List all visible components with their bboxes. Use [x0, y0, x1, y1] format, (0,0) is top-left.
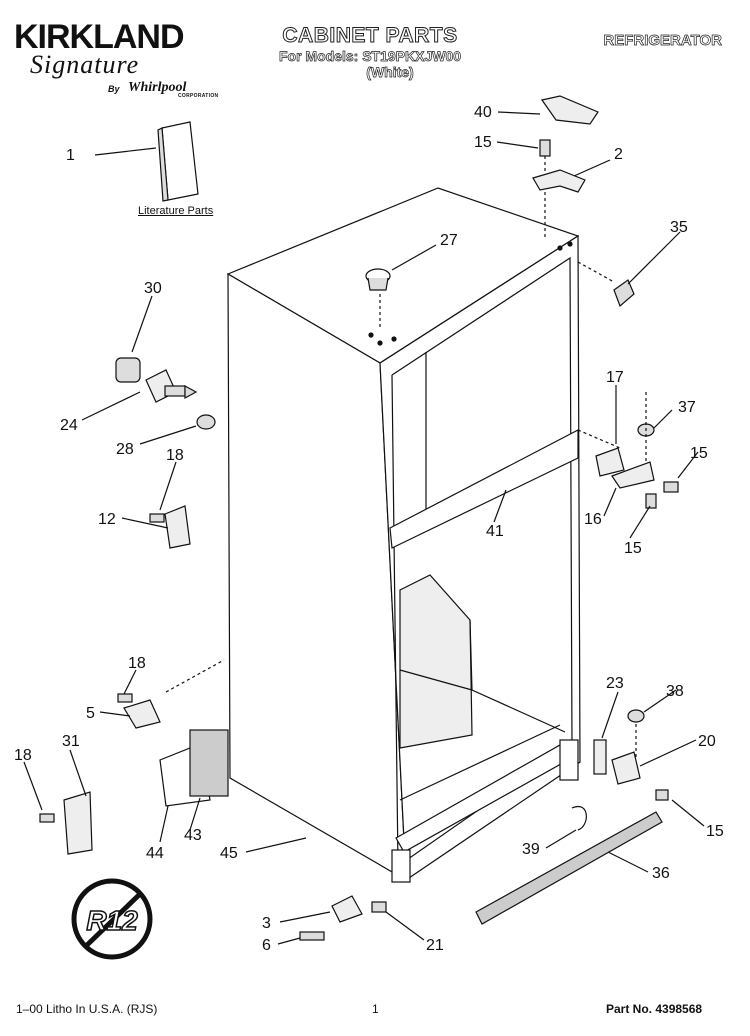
footer-part-number: Part No. 4398568 [606, 1002, 703, 1016]
callout-15-lower: 15 [624, 540, 642, 557]
bracket-23 [593, 739, 607, 775]
shim-35 [613, 279, 635, 308]
literature-booklet [157, 121, 199, 202]
callout-18-upper: 18 [166, 447, 184, 464]
clip-39 [571, 805, 587, 831]
brand-kirkland: KIRKLAND [14, 18, 185, 56]
screw-15-bottom [655, 789, 669, 801]
washer-28 [196, 414, 216, 430]
hinge-cover-40 [540, 95, 599, 125]
literature-caption: Literature Parts [138, 205, 214, 217]
screw-18-mid [117, 693, 133, 703]
category-label: REFRIGERATOR [603, 32, 722, 50]
brand-signature: Signature [30, 50, 140, 79]
callout-16: 16 [584, 511, 602, 528]
toe-grille-36 [475, 811, 663, 925]
screw-18-upper [149, 513, 165, 523]
maker-suffix: CORPORATION [178, 93, 219, 99]
callout-30: 30 [144, 280, 162, 297]
callout-15-top: 15 [474, 134, 492, 151]
callout-2: 2 [614, 146, 623, 163]
callout-15-bottom: 15 [706, 823, 724, 840]
maker-logo: Whirlpool [128, 80, 187, 95]
screw-18-low [39, 813, 55, 823]
models-line: For Models: ST19PKXJW00 [278, 48, 462, 65]
callout-35: 35 [670, 219, 688, 236]
plug-27 [365, 268, 391, 330]
callouts: 1 40 15 2 27 35 30 24 28 18 12 17 37 15 … [14, 104, 724, 954]
callout-17: 17 [606, 369, 624, 386]
hinge-12 [164, 505, 191, 549]
footer-litho: 1–00 Litho In U.S.A. (RJS) [16, 1002, 158, 1016]
pin-24 [145, 369, 198, 403]
callout-36: 36 [652, 865, 670, 882]
insulation-43 [189, 729, 229, 797]
hinge-17 [595, 447, 625, 477]
callout-23: 23 [606, 675, 624, 692]
callout-44: 44 [146, 845, 164, 862]
roller-3 [331, 895, 363, 923]
bracket-16 [611, 461, 655, 489]
hinge-20 [611, 751, 641, 785]
callout-27: 27 [440, 232, 458, 249]
screw-21 [371, 901, 387, 913]
callout-40: 40 [474, 104, 492, 121]
footer-page-number: 1 [372, 1002, 379, 1016]
callout-3: 3 [262, 915, 271, 932]
callout-38: 38 [666, 683, 684, 700]
callout-21: 21 [426, 937, 444, 954]
callout-6: 6 [262, 937, 271, 954]
washer-38 [627, 709, 645, 723]
screw-15-right [663, 481, 679, 493]
callout-31: 31 [62, 733, 80, 750]
r12-badge: R12 [71, 878, 153, 960]
cover-31 [63, 791, 93, 855]
callout-24: 24 [60, 417, 78, 434]
screw-15-top [539, 139, 551, 240]
callout-45: 45 [220, 845, 238, 862]
page-title: CABINET PARTS [282, 24, 458, 48]
callout-43: 43 [184, 827, 202, 844]
callout-1: 1 [66, 147, 75, 164]
callout-18-low: 18 [14, 747, 32, 764]
leader-lines [23, 111, 705, 945]
callout-5: 5 [86, 705, 95, 722]
callout-20: 20 [698, 733, 716, 750]
callout-28: 28 [116, 441, 134, 458]
callout-37: 37 [678, 399, 696, 416]
svg-text:R12: R12 [86, 905, 138, 936]
color-line: (White) [366, 64, 414, 81]
hinge-2 [532, 169, 586, 193]
screw-15-lower [645, 493, 657, 509]
callout-39: 39 [522, 841, 540, 858]
callout-15-right: 15 [690, 445, 708, 462]
bushing-30 [115, 357, 141, 383]
screw-6 [299, 931, 325, 941]
callout-18-mid: 18 [128, 655, 146, 672]
callout-41: 41 [486, 523, 504, 540]
refrigerator-cabinet [226, 187, 581, 883]
callout-12: 12 [98, 511, 116, 528]
by-text: By [108, 84, 120, 94]
hinge-5 [123, 699, 161, 729]
